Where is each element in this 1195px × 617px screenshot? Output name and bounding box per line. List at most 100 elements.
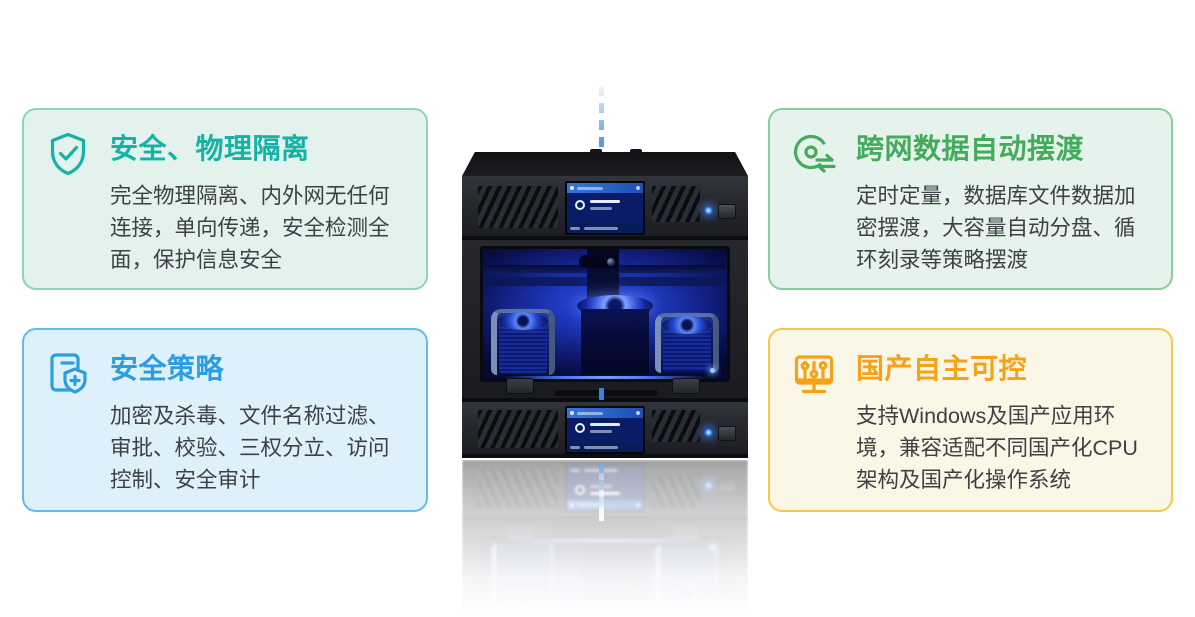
screen-status-area <box>575 485 639 495</box>
door-handle <box>554 390 658 396</box>
screen-menu-dot <box>636 411 640 415</box>
status-led <box>710 368 715 373</box>
screen-text-lines <box>590 200 620 210</box>
vent-grille-right <box>652 186 700 222</box>
disc-stack <box>498 312 548 373</box>
feature-text-domestic-controllable: 支持Windows及国产应用环境，兼容适配不同国产化CPU架构及国产化操作系统 <box>856 404 1138 492</box>
vent-grille-left <box>478 410 558 448</box>
screen-text-bar <box>590 430 612 433</box>
disc-spindle-left <box>491 309 555 375</box>
device-top-lid <box>462 152 748 176</box>
shield-check-icon <box>44 130 92 178</box>
spindle-column <box>581 536 649 609</box>
screen-disc-glyph <box>575 200 585 210</box>
disc-spindle-center <box>577 295 653 379</box>
appliance-device-mirrored <box>462 460 748 617</box>
screen-logo-dot <box>570 186 574 190</box>
vent-grille-right <box>652 410 700 442</box>
arm-gripper <box>579 255 619 268</box>
screen-title-bar <box>567 500 643 510</box>
screen-menu-dot <box>636 503 640 507</box>
screen-text-bar <box>570 227 580 230</box>
screen-text-lines <box>590 485 620 495</box>
power-button <box>718 477 736 492</box>
feature-card-physical-isolation: 安全、物理隔离 完全物理隔离、内外网无任何连接，单向传递，安全检测全面，保护信息… <box>22 108 428 290</box>
power-button <box>718 426 736 441</box>
screen-status-bar <box>567 443 643 452</box>
screen-text-bar <box>584 446 618 449</box>
device-lcd-screen <box>565 406 645 454</box>
dash-fade <box>599 463 604 521</box>
device-reflection <box>462 460 748 617</box>
feature-card-security-policy: 安全策略 加密及杀毒、文件名称过滤、审批、校验、三权分立、访问控制、安全审计 <box>22 328 428 512</box>
reflection-fade <box>462 460 748 617</box>
feature-text-security-policy: 加密及杀毒、文件名称过滤、审批、校验、三权分立、访问控制、安全审计 <box>110 404 390 492</box>
feature-text-data-ferry: 定时定量，数据库文件数据加密摆渡，大容量自动分盘、循环刻录等策略摆渡 <box>856 184 1136 272</box>
screen-status-bar <box>567 466 643 475</box>
device-lcd-screen <box>565 464 645 512</box>
screen-disc-glyph <box>575 485 585 495</box>
appliance-device <box>462 149 748 458</box>
feature-card-data-ferry: 跨网数据自动摆渡 定时定量，数据库文件数据加密摆渡，大容量自动分盘、循环刻录等策… <box>768 108 1173 290</box>
screen-text-bar <box>590 423 620 426</box>
top-disc <box>498 588 548 606</box>
screen-text-lines <box>590 423 620 433</box>
dash-fade <box>599 86 604 152</box>
top-disc <box>577 601 653 617</box>
disc-stack <box>662 547 712 602</box>
robotic-arm <box>587 611 619 617</box>
vent-grille-right <box>652 476 700 508</box>
disc-stack <box>498 545 548 606</box>
status-led <box>710 545 715 550</box>
disc-spindle-right <box>655 313 719 373</box>
top-disc <box>498 312 548 330</box>
screen-text-bar <box>590 200 620 203</box>
burner-window <box>480 536 730 617</box>
dashed-flow-line-bottom <box>599 463 604 521</box>
screen-text-bar <box>570 446 580 449</box>
disc-spindle-left <box>491 543 555 609</box>
window-bottom-glow <box>502 539 708 542</box>
screen-status-area <box>575 423 639 433</box>
top-disc <box>662 584 712 602</box>
screen-title-bar <box>567 183 643 193</box>
door-latch <box>672 524 700 540</box>
screen-text-bar <box>590 207 612 210</box>
feature-card-domestic-controllable: 国产自主可控 支持Windows及国产应用环境，兼容适配不同国产化CPU架构及国… <box>768 328 1173 512</box>
disc-sync-icon <box>790 130 838 178</box>
vent-grille-left <box>478 470 558 508</box>
feature-title-physical-isolation: 安全、物理隔离 <box>110 133 310 164</box>
door-latch <box>506 378 534 394</box>
lid-hinge <box>630 149 642 155</box>
device-burner-bay <box>462 516 748 617</box>
top-disc <box>662 316 712 334</box>
screen-logo-dot <box>570 503 574 507</box>
feature-title-security-policy: 安全策略 <box>110 353 225 384</box>
screen-disc-glyph <box>575 423 585 433</box>
door-handle <box>554 522 658 528</box>
screen-text-bar <box>570 469 580 472</box>
feature-text-physical-isolation: 完全物理隔离、内外网无任何连接，单向传递，安全检测全面，保护信息安全 <box>110 184 390 272</box>
disc-stack <box>662 316 712 371</box>
screen-status-bar <box>567 224 643 233</box>
screen-text-bar <box>590 492 620 495</box>
screen-logo-dot <box>570 411 574 415</box>
screen-title-text-bar <box>577 186 603 190</box>
door-latch <box>672 378 700 394</box>
power-led <box>704 481 713 490</box>
power-button <box>718 204 736 219</box>
device-lcd-screen <box>565 181 645 235</box>
spindle-column <box>581 309 649 379</box>
feature-title-domestic-controllable: 国产自主可控 <box>856 353 1028 384</box>
power-led <box>704 428 713 437</box>
device-bottom-unit <box>462 460 748 516</box>
screen-menu-dot <box>636 186 640 190</box>
document-shield-icon <box>44 350 92 398</box>
disc-spindle-right <box>655 545 719 605</box>
window-bottom-glow <box>502 376 708 379</box>
device-top-unit <box>462 176 748 240</box>
power-led <box>704 206 713 215</box>
feature-title-data-ferry: 跨网数据自动摆渡 <box>856 133 1085 164</box>
lid-hinge <box>590 149 602 155</box>
device-burner-bay <box>462 240 748 402</box>
